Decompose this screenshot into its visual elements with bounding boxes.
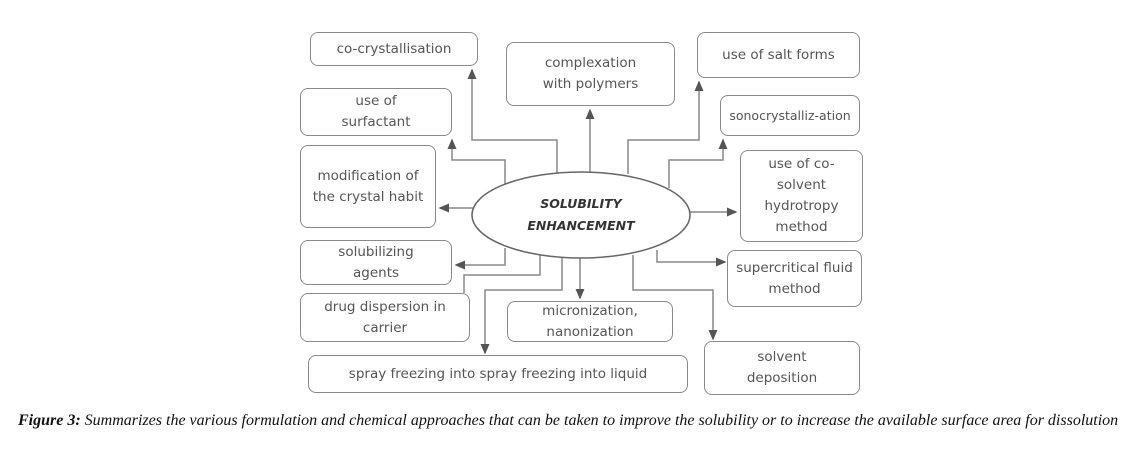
arrow-sonocrystallization xyxy=(668,138,728,188)
node-surfactant: use of surfactant xyxy=(300,88,452,136)
center-line-2: ENHANCEMENT xyxy=(527,218,635,233)
caption-text: Summarizes the various formulation and c… xyxy=(80,412,1119,429)
node-salt-forms: use of salt forms xyxy=(697,32,860,78)
caption-label: Figure 3: xyxy=(18,412,81,429)
node-micronization: micronization, nanonization xyxy=(507,301,673,342)
arrow-surfactant xyxy=(447,138,506,188)
line-drug-dispersion xyxy=(463,253,541,293)
node-sonocrystallization: sonocrystalliz-ation xyxy=(720,95,860,136)
node-cocrystallisation: co-crystallisation xyxy=(310,32,478,66)
arrow-cocrystallisation xyxy=(467,68,558,175)
arrow-salt-forms xyxy=(627,80,704,174)
node-solvent-deposition: solvent deposition xyxy=(704,341,860,395)
center-line-1: SOLUBILITY xyxy=(540,196,622,211)
node-crystal-habit: modification of the crystal habit xyxy=(300,145,436,228)
node-spray-freezing: spray freezing into spray freezing into … xyxy=(308,355,688,393)
node-drug-dispersion: drug dispersion in carrier xyxy=(300,293,470,342)
node-solubilizing: solubilizing agents xyxy=(300,240,452,285)
center-node: SOLUBILITY ENHANCEMENT xyxy=(472,172,690,258)
node-supercritical: supercritical fluid method xyxy=(727,250,862,307)
arrow-solubilizing xyxy=(454,248,506,270)
node-complexation: complexation with polymers xyxy=(506,42,675,106)
center-ellipse xyxy=(471,171,691,259)
arrow-solvent-deposition xyxy=(632,255,718,341)
arrow-spray-freezing xyxy=(480,256,563,355)
figure-caption: Figure 3: Summarizes the various formula… xyxy=(18,410,1138,432)
node-cosolvent: use of co-solvent hydrotropy method xyxy=(740,150,863,242)
arrow-supercritical xyxy=(656,250,727,267)
